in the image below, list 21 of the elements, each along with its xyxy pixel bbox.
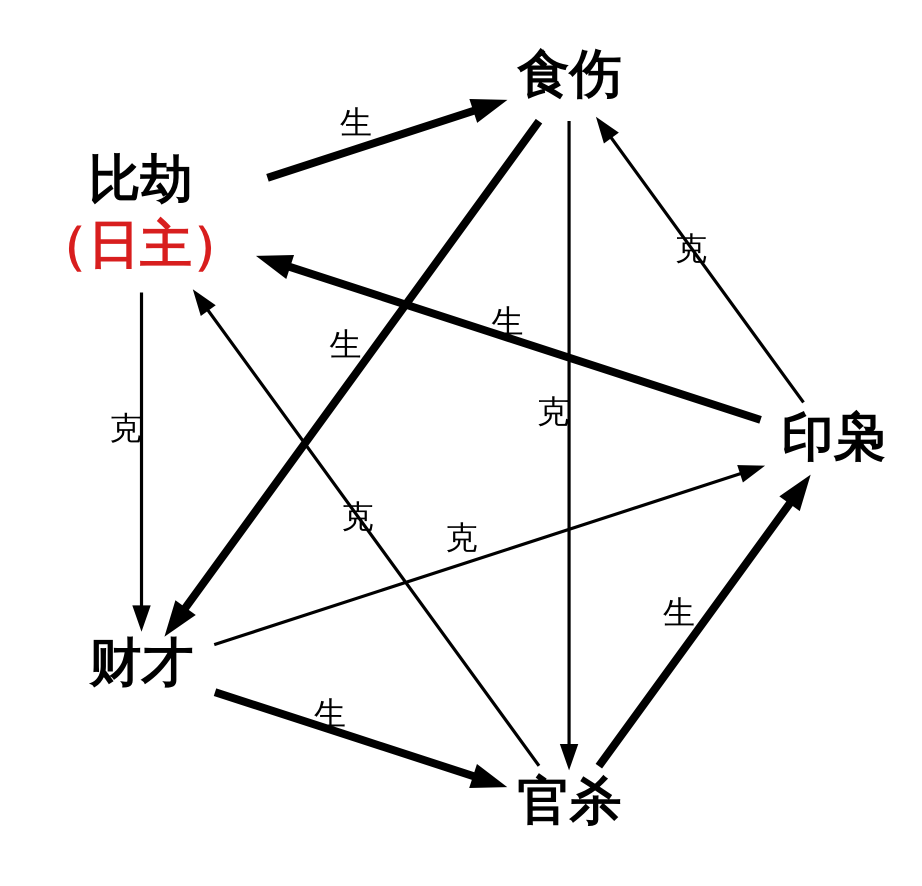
edge-label: 克 bbox=[537, 392, 570, 430]
node-text: 比劫 （日主） bbox=[36, 148, 244, 275]
arrow bbox=[596, 474, 811, 768]
arrow bbox=[214, 464, 766, 646]
arrow bbox=[132, 292, 151, 632]
edge-label: 克 bbox=[446, 518, 478, 556]
edge-label: 生 bbox=[340, 102, 372, 141]
node-text: 财才 bbox=[90, 632, 194, 692]
arrow bbox=[266, 98, 508, 182]
edge-label: 生 bbox=[663, 592, 696, 631]
arrow bbox=[164, 118, 542, 636]
node-text: 官杀 bbox=[517, 771, 622, 832]
arrow bbox=[192, 288, 540, 766]
edge-label: 生 bbox=[329, 325, 362, 364]
arrow bbox=[596, 116, 805, 403]
node-text: 印枭 bbox=[781, 408, 886, 468]
node-text: 食伤 bbox=[517, 44, 622, 104]
arrow bbox=[214, 688, 508, 788]
edge-label: 克 bbox=[110, 408, 142, 447]
arrow bbox=[560, 120, 578, 770]
arrow bbox=[256, 254, 762, 424]
